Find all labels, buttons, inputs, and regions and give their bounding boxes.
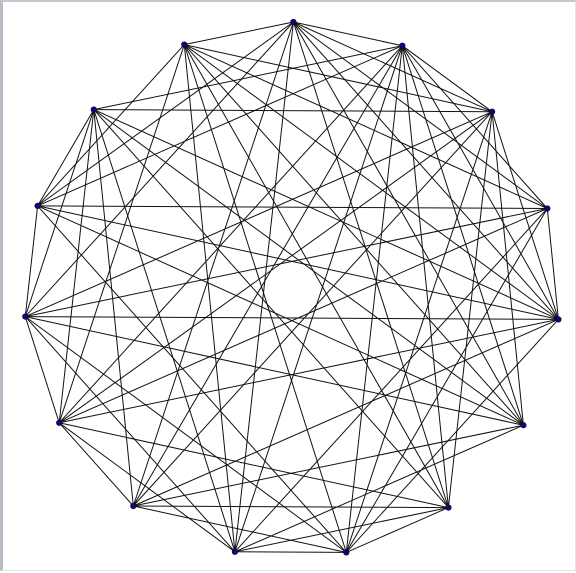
graph-edge-3-5: [491, 111, 559, 320]
graph-edge-8-12: [25, 316, 347, 553]
graph-edge-5-10: [133, 318, 559, 507]
graph-edge-11-12: [24, 316, 60, 423]
graph-vertex-12: [22, 313, 29, 320]
graph-edge-13-14: [37, 109, 95, 207]
graph-edge-0-6: [183, 44, 524, 426]
graph-edge-0-9: [183, 44, 236, 552]
graph-edge-9-14: [93, 109, 236, 552]
graph-edge-2-3: [402, 45, 493, 113]
graph-edge-8-10: [133, 505, 347, 553]
graph-edge-2-5: [401, 45, 559, 320]
graph-edge-0-11: [58, 44, 185, 423]
graph-edge-1-5: [293, 21, 559, 320]
graph-edge-2-14: [93, 45, 403, 111]
graph-edge-6-12: [25, 316, 524, 426]
graph-vertex-7: [445, 504, 452, 511]
graph-edge-10-11: [58, 422, 134, 507]
graph-edge-12-13: [24, 205, 39, 317]
graph-edge-5-14: [93, 109, 559, 320]
graph-vertex-0: [181, 41, 188, 48]
graph-edge-3-7: [447, 111, 493, 508]
graph-edge-2-4: [401, 45, 548, 209]
graph-edge-4-8: [345, 208, 548, 553]
graph-edge-7-10: [133, 505, 449, 509]
graph-edges: [24, 21, 559, 553]
graph-edge-2-11: [58, 45, 403, 424]
graph-edge-4-9: [234, 208, 548, 553]
graph-edge-3-6: [491, 111, 524, 426]
graph-edge-2-10: [132, 45, 403, 507]
graph-vertex-14: [90, 106, 97, 113]
graph-edge-0-13: [37, 44, 185, 207]
graph-edge-6-9: [234, 424, 524, 553]
graph-edge-3-8: [345, 111, 493, 553]
graph-vertices: [22, 18, 562, 556]
graph-vertex-8: [343, 549, 350, 556]
graph-edge-6-13: [37, 205, 524, 426]
graph-edge-1-13: [37, 21, 294, 207]
graph-vertex-6: [520, 422, 527, 429]
graph-edge-1-12: [24, 21, 294, 317]
graph-vertex-1: [290, 18, 297, 26]
graph-vertex-9: [231, 548, 238, 555]
graph-vertex-13: [34, 202, 41, 209]
graph-edge-5-13: [37, 205, 559, 320]
graph-edge-0-5: [184, 44, 559, 320]
graph-vertex-3: [489, 108, 496, 115]
graph-edge-2-8: [345, 45, 403, 553]
graph-edge-5-11: [59, 318, 559, 424]
graph-edge-2-7: [401, 45, 449, 508]
graph-edge-3-12: [25, 111, 493, 318]
graph-vertex-10: [130, 502, 137, 510]
graph-edge-5-8: [345, 319, 559, 553]
graph-edge-2-13: [37, 45, 403, 207]
graph-vertex-11: [56, 419, 63, 426]
graph-edge-1-10: [132, 21, 294, 507]
graph-edge-9-12: [24, 316, 236, 553]
graph-edge-11-14: [58, 109, 95, 423]
graph-vertex-2: [399, 42, 406, 49]
graph-edge-0-3: [184, 44, 493, 113]
graph-edge-6-14: [93, 109, 524, 426]
graph-edge-8-9: [234, 551, 347, 553]
graph-edge-1-6: [292, 21, 524, 426]
graph-edge-4-5: [546, 208, 559, 320]
graph-edge-10-14: [93, 109, 134, 507]
graph-edge-4-11: [58, 208, 548, 424]
graph-edge-7-8: [346, 507, 449, 553]
graph-edge-0-4: [184, 44, 548, 209]
graph-edge-7-9: [234, 507, 449, 553]
graph-edge-5-12: [25, 316, 559, 320]
graph-edge-1-2: [293, 21, 403, 47]
graph-edge-3-14: [93, 109, 493, 113]
graph-edge-6-10: [133, 424, 524, 507]
circular-graph-diagram: [22, 18, 562, 556]
graph-vertex-4: [544, 205, 551, 212]
graph-edge-12-14: [24, 109, 95, 317]
graph-vertex-5: [555, 316, 562, 323]
graph-edge-1-3: [293, 21, 493, 113]
graph-edge-3-11: [58, 111, 493, 424]
graph-edge-1-7: [292, 21, 449, 508]
graph-edge-7-11: [59, 422, 449, 509]
graph-edge-4-13: [37, 205, 548, 209]
graph-edge-1-4: [293, 21, 548, 209]
graph-edge-8-13: [37, 205, 347, 553]
graph-edge-9-11: [58, 422, 236, 553]
graph-edge-7-14: [93, 109, 449, 508]
graph-edge-2-6: [401, 45, 524, 426]
graph-edge-0-1: [184, 21, 294, 46]
